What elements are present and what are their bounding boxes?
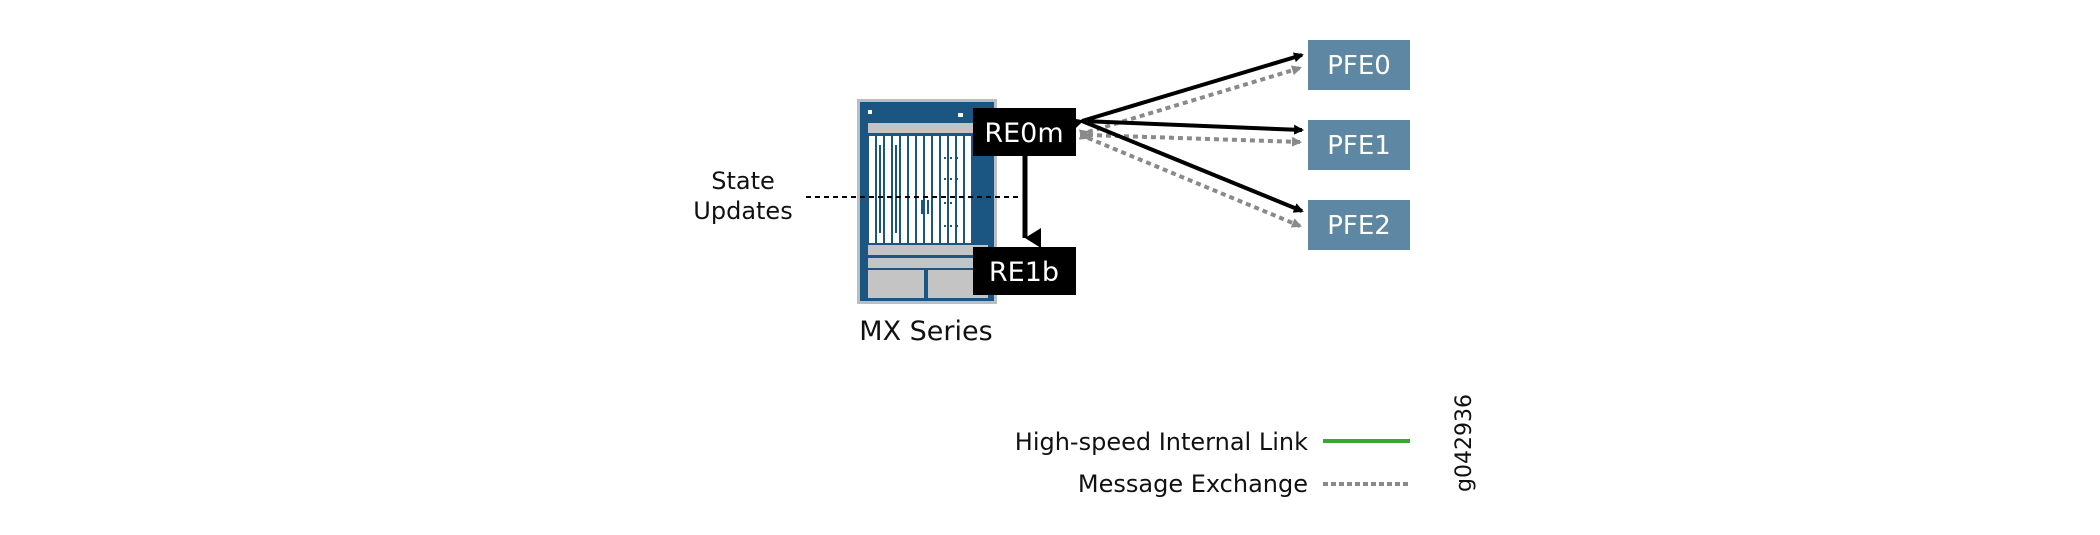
re1b-box: RE1b — [973, 247, 1076, 295]
pfe1-box: PFE1 — [1308, 120, 1410, 170]
line-card-slots — [869, 136, 971, 243]
legend-label-internal-link: High-speed Internal Link — [1015, 428, 1308, 456]
internal-link-arrows — [1072, 52, 1304, 213]
re1b-label: RE1b — [989, 257, 1059, 288]
figure-id: g042936 — [1452, 394, 1477, 492]
pfe0-box: PFE0 — [1308, 40, 1410, 90]
state-updates-line1: State — [711, 167, 775, 195]
link-arrow-pfe1 — [1081, 119, 1304, 135]
pfe2-label: PFE2 — [1327, 211, 1391, 241]
link-arrow-pfe2 — [1081, 119, 1304, 213]
link-arrow-pfe0 — [1072, 52, 1304, 129]
pfe2-box: PFE2 — [1308, 200, 1410, 250]
re0m-box: RE0m — [973, 108, 1076, 156]
message-exchange-arrows — [1078, 65, 1302, 228]
pfe0-label: PFE0 — [1327, 51, 1391, 81]
legend: High-speed Internal Link Message Exchang… — [1015, 428, 1410, 498]
re0m-label: RE0m — [984, 118, 1063, 149]
message-arrow-pfe2 — [1078, 130, 1302, 228]
legend-label-message-exchange: Message Exchange — [1078, 470, 1308, 498]
chassis-label: MX Series — [859, 316, 992, 347]
state-updates-line2: Updates — [693, 197, 792, 225]
pfe1-label: PFE1 — [1327, 131, 1391, 161]
